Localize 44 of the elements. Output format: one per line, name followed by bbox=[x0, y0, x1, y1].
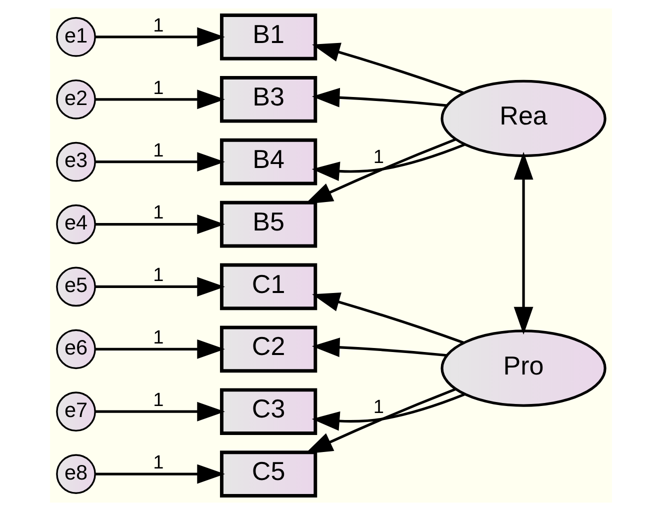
edge-label: 1 bbox=[153, 390, 164, 412]
node-box: B3 bbox=[220, 76, 318, 123]
node-circle: e5 bbox=[56, 266, 96, 307]
arrow bbox=[312, 143, 465, 181]
arrow bbox=[95, 214, 225, 234]
edge-label: 1 bbox=[153, 140, 164, 162]
node-circle: e1 bbox=[56, 17, 96, 57]
arrow bbox=[312, 42, 464, 94]
arrow bbox=[95, 464, 225, 484]
edge-label: 1 bbox=[373, 397, 384, 418]
edge-label: 1 bbox=[373, 147, 384, 168]
edge-label: 1 bbox=[153, 202, 164, 224]
edge-label: 1 bbox=[153, 452, 164, 474]
arrow bbox=[95, 90, 225, 110]
arrow bbox=[312, 88, 448, 108]
edge-label: 1 bbox=[153, 78, 164, 99]
node-box: C3 bbox=[220, 388, 318, 436]
node-box: C1 bbox=[220, 263, 318, 310]
arrow bbox=[95, 339, 225, 359]
node-circle: e7 bbox=[56, 392, 96, 432]
arrow bbox=[514, 152, 534, 335]
node-box: C5 bbox=[220, 450, 318, 498]
node-circle: e2 bbox=[56, 79, 96, 120]
edge-label: 1 bbox=[153, 328, 164, 349]
node-circle: e8 bbox=[56, 454, 96, 494]
node-ellipse: Pro bbox=[440, 330, 606, 407]
node-box: B1 bbox=[220, 14, 318, 60]
node-ellipse: Rea bbox=[440, 80, 606, 158]
node-box: B5 bbox=[220, 200, 318, 248]
arrow bbox=[312, 292, 464, 344]
arrow bbox=[312, 338, 448, 358]
node-circle: e6 bbox=[56, 329, 96, 370]
arrow bbox=[95, 402, 225, 422]
node-circle: e3 bbox=[56, 142, 96, 182]
arrow bbox=[304, 138, 456, 204]
node-box: C2 bbox=[220, 326, 318, 373]
arrow bbox=[312, 393, 465, 431]
edge-label: 1 bbox=[153, 15, 164, 36]
arrow bbox=[95, 27, 225, 47]
node-box: B4 bbox=[220, 138, 318, 186]
node-circle: e4 bbox=[56, 204, 96, 244]
edge-label: 1 bbox=[153, 265, 164, 286]
arrow bbox=[95, 152, 225, 172]
arrow bbox=[95, 277, 225, 296]
